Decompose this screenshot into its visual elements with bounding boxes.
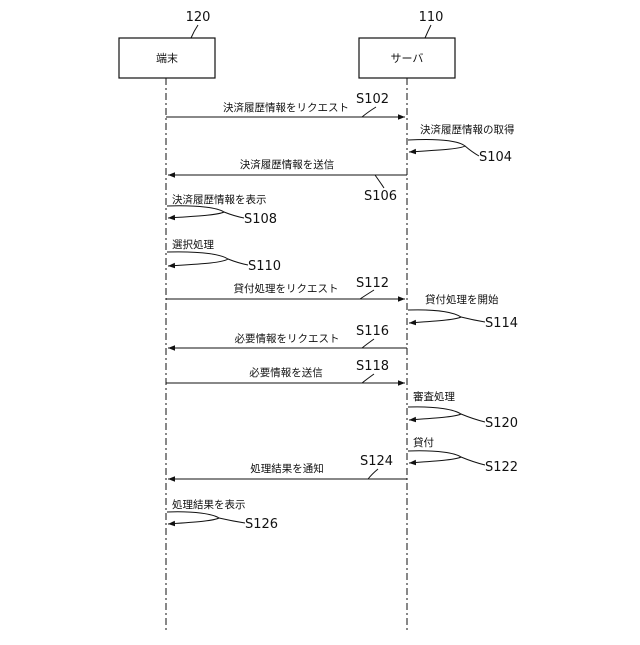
- s122-leader: [461, 457, 485, 465]
- s124-leader: [368, 469, 378, 479]
- terminal-label: 端末: [156, 51, 178, 65]
- s106-leader: [375, 175, 384, 188]
- s104-leader: [465, 146, 479, 156]
- step-s114: 貸付処理を開始 S114: [408, 293, 518, 331]
- s106-label: 決済履歴情報を送信: [240, 158, 335, 171]
- s106-ref: S106: [364, 189, 397, 204]
- s122-label: 貸付: [413, 436, 434, 449]
- s104-self-arrow: [408, 139, 465, 152]
- s122-ref: S122: [485, 460, 518, 475]
- step-s102: 決済履歴情報をリクエスト S102: [166, 92, 405, 117]
- s108-ref: S108: [244, 212, 277, 227]
- s126-label: 処理結果を表示: [172, 498, 246, 511]
- s120-ref: S120: [485, 416, 518, 431]
- s116-leader: [362, 339, 374, 348]
- terminal-actor: 120 端末: [119, 10, 215, 632]
- s114-label: 貸付処理を開始: [425, 293, 499, 306]
- s112-label: 貸付処理をリクエスト: [234, 282, 339, 295]
- s116-ref: S116: [356, 324, 389, 339]
- s124-ref: S124: [360, 454, 393, 469]
- server-ref-number: 110: [419, 10, 444, 25]
- s108-self-arrow: [167, 206, 224, 218]
- s118-label: 必要情報を送信: [249, 366, 323, 379]
- step-s124: 処理結果を通知 S124: [168, 454, 407, 479]
- s114-ref: S114: [485, 316, 518, 331]
- s110-leader: [228, 259, 248, 265]
- s112-ref: S112: [356, 276, 389, 291]
- s102-label: 決済履歴情報をリクエスト: [223, 101, 349, 114]
- s108-leader: [224, 212, 244, 218]
- s126-self-arrow: [167, 512, 219, 524]
- s110-self-arrow: [167, 252, 228, 266]
- s104-ref: S104: [479, 150, 512, 165]
- step-s112: 貸付処理をリクエスト S112: [166, 276, 405, 299]
- step-s110: 選択処理 S110: [167, 238, 281, 274]
- step-s118: 必要情報を送信 S118: [166, 359, 405, 383]
- s118-leader: [362, 374, 374, 383]
- s120-leader: [461, 414, 485, 422]
- s122-self-arrow: [408, 451, 461, 463]
- s104-label: 決済履歴情報の取得: [420, 123, 515, 136]
- step-s104: 決済履歴情報の取得 S104: [408, 123, 515, 165]
- s126-leader: [219, 518, 245, 523]
- s102-leader: [362, 107, 376, 117]
- s110-label: 選択処理: [172, 238, 214, 251]
- server-ref-leader: [425, 25, 431, 38]
- s120-self-arrow: [408, 407, 461, 420]
- s110-ref: S110: [248, 259, 281, 274]
- step-s126: 処理結果を表示 S126: [167, 498, 278, 532]
- s102-ref: S102: [356, 92, 389, 107]
- s120-label: 審査処理: [413, 390, 455, 403]
- s108-label: 決済履歴情報を表示: [172, 193, 267, 206]
- terminal-ref-leader: [191, 25, 198, 38]
- step-s120: 審査処理 S120: [408, 390, 518, 431]
- server-label: サーバ: [391, 52, 424, 65]
- step-s116: 必要情報をリクエスト S116: [168, 324, 407, 348]
- s114-self-arrow: [408, 310, 461, 323]
- s112-leader: [360, 290, 374, 299]
- s126-ref: S126: [245, 517, 278, 532]
- step-s122: 貸付 S122: [408, 436, 518, 475]
- s124-label: 処理結果を通知: [250, 462, 324, 475]
- s114-leader: [461, 317, 485, 322]
- s116-label: 必要情報をリクエスト: [235, 332, 340, 345]
- s118-ref: S118: [356, 359, 389, 374]
- terminal-ref-number: 120: [186, 10, 211, 25]
- step-s108: 決済履歴情報を表示 S108: [167, 193, 277, 227]
